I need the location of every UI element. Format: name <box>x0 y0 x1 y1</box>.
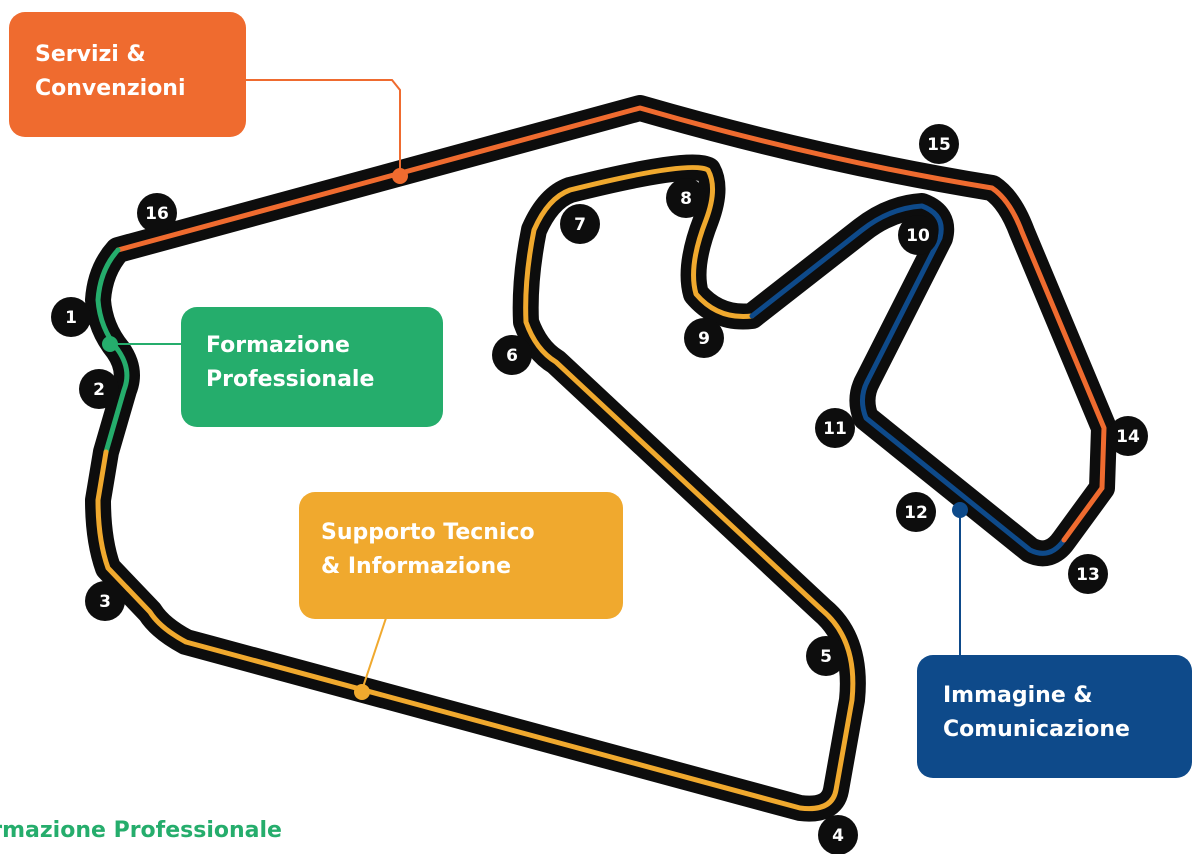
connector-servizi <box>246 79 401 174</box>
turn-marker-6: 6 <box>492 335 532 375</box>
svg-text:1: 1 <box>65 308 77 328</box>
turn-marker-10: 10 <box>898 215 938 255</box>
marker-servizi <box>392 168 408 184</box>
callout-formazione-professionale[interactable]: Formazione Professionale <box>181 307 443 427</box>
turn-marker-8: 8 <box>666 178 706 218</box>
footer-caption: Formazione Professionale <box>0 818 282 843</box>
svg-text:7: 7 <box>574 215 586 235</box>
turn-marker-16: 16 <box>137 193 177 233</box>
callout-supporto-line2: & Informazione <box>321 554 512 579</box>
svg-text:3: 3 <box>99 592 111 612</box>
callout-formazione-line2: Professionale <box>206 367 375 392</box>
turn-marker-11: 11 <box>815 408 855 448</box>
svg-text:9: 9 <box>698 329 710 349</box>
marker-immagine <box>952 502 968 518</box>
turn-marker-4: 4 <box>818 815 858 854</box>
callout-immagine-line2: Comunicazione <box>943 717 1130 742</box>
svg-text:15: 15 <box>927 135 951 155</box>
turn-marker-13: 13 <box>1068 554 1108 594</box>
svg-text:14: 14 <box>1116 427 1140 447</box>
marker-supporto <box>354 684 370 700</box>
svg-text:2: 2 <box>93 380 105 400</box>
callout-immagine-comunicazione[interactable]: Immagine & Comunicazione <box>917 655 1192 778</box>
turn-marker-3: 3 <box>85 581 125 621</box>
svg-text:12: 12 <box>904 503 928 523</box>
callout-immagine-line1: Immagine & <box>943 683 1093 708</box>
sector-line-orange-b <box>1061 485 1105 543</box>
svg-text:6: 6 <box>506 346 518 366</box>
turn-marker-9: 9 <box>684 318 724 358</box>
callout-servizi-line1: Servizi & <box>35 42 146 67</box>
svg-text:5: 5 <box>820 647 832 667</box>
turn-marker-15: 15 <box>919 124 959 164</box>
callout-servizi-convenzioni[interactable]: Servizi & Convenzioni <box>9 12 246 137</box>
turn-marker-7: 7 <box>560 204 600 244</box>
callout-supporto-tecnico[interactable]: Supporto Tecnico & Informazione <box>299 492 623 619</box>
svg-text:16: 16 <box>145 204 169 224</box>
sector-line-blue <box>749 203 1067 556</box>
svg-text:13: 13 <box>1076 565 1100 585</box>
turn-marker-1: 1 <box>51 297 91 337</box>
connector-supporto <box>361 617 387 691</box>
callout-servizi-line2: Convenzioni <box>35 76 186 101</box>
turn-marker-14: 14 <box>1108 416 1148 456</box>
turn-marker-2: 2 <box>79 369 119 409</box>
sector-line-green <box>95 247 130 455</box>
svg-text:11: 11 <box>823 419 847 439</box>
marker-formazione <box>102 336 118 352</box>
callout-supporto-line1: Supporto Tecnico <box>321 520 535 545</box>
turn-marker-12: 12 <box>896 492 936 532</box>
svg-text:8: 8 <box>680 189 692 209</box>
svg-text:10: 10 <box>906 226 930 246</box>
svg-text:4: 4 <box>832 826 844 846</box>
sector-line-yellow-a <box>95 165 856 812</box>
turn-marker-5: 5 <box>806 636 846 676</box>
callout-formazione-line1: Formazione <box>206 333 350 358</box>
sector-line-orange-a <box>115 105 1107 491</box>
